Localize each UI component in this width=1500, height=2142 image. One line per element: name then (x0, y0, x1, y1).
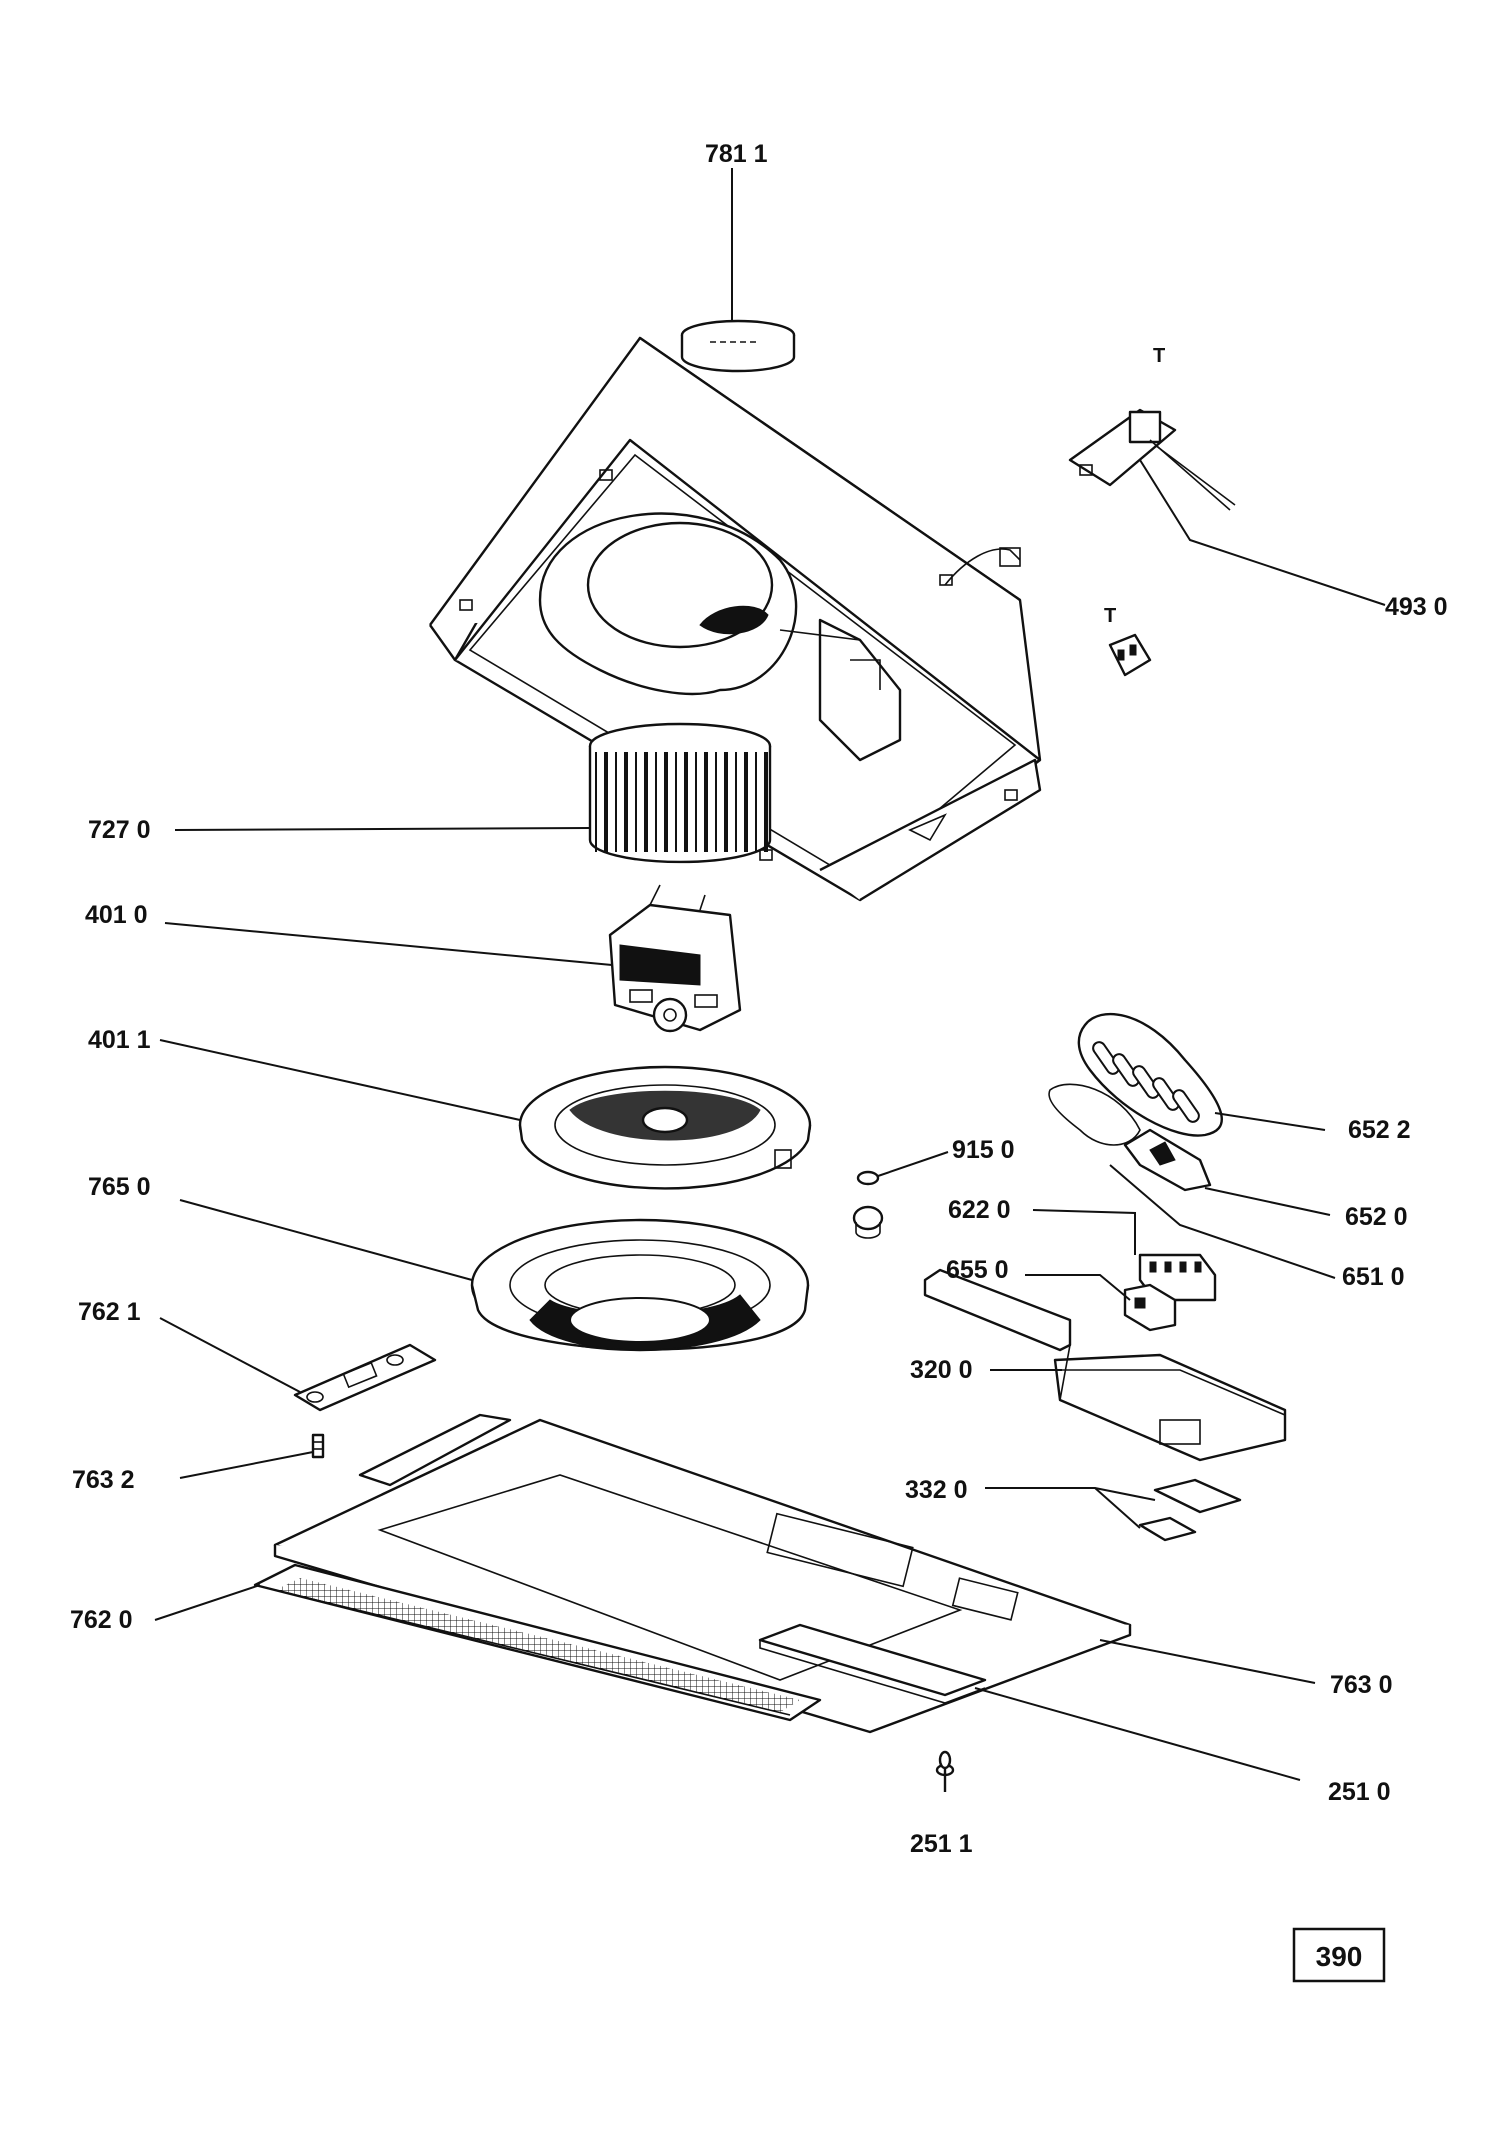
label-622-0: 622 0 (948, 1196, 1011, 1224)
part-332-0-clips (1138, 1478, 1242, 1542)
leader-332-0 (985, 1487, 1156, 1501)
leader-651-0 (1109, 1164, 1336, 1279)
leader-251-0 (974, 1687, 1301, 1781)
part-251-0-handle (758, 1623, 987, 1704)
leader-762-1 (159, 1317, 301, 1393)
label-765-0: 765 0 (88, 1173, 151, 1201)
label-251-1: 251 1 (910, 1830, 973, 1858)
label-655-0: 655 0 (946, 1256, 1009, 1284)
leader-915-0 (877, 1151, 949, 1177)
label-332-0: 332 0 (905, 1476, 968, 1504)
leader-493-0 (1139, 459, 1386, 606)
part-hood-housing (429, 336, 1042, 902)
terminal-mark-1: T (1153, 345, 1165, 367)
part-762-0-mesh-filter (253, 1563, 822, 1722)
part-320-0-control-box (923, 1268, 1287, 1462)
part-763-2-spring (311, 1433, 325, 1459)
part-labels: 781 1 493 0 727 0 401 0 401 1 915 0 652 … (70, 140, 1448, 1858)
label-762-1: 762 1 (78, 1298, 141, 1326)
label-320-0: 320 0 (910, 1356, 973, 1384)
leader-401-1 (159, 1039, 521, 1121)
page-number: 390 (1316, 1941, 1363, 1972)
part-401-0-motor (608, 884, 742, 1033)
leader-lines (154, 168, 1386, 1781)
part-493-0-switch-bracket (1068, 408, 1236, 511)
part-251-1-screw (935, 1750, 955, 1792)
leader-762-0 (154, 1584, 261, 1621)
label-251-0: 251 0 (1328, 1778, 1391, 1806)
label-401-1: 401 1 (88, 1026, 151, 1054)
part-622-0-terminal-block (1138, 1253, 1217, 1302)
leader-763-0 (1099, 1639, 1316, 1684)
label-493-0: 493 0 (1385, 593, 1448, 621)
part-652-2-lamp-cover (1077, 1012, 1223, 1137)
part-781-1-outlet-collar (680, 319, 796, 373)
label-401-0: 401 0 (85, 901, 148, 929)
part-655-0-switch (1123, 1283, 1177, 1332)
label-915-0: 915 0 (952, 1136, 1015, 1164)
leader-622-0 (1032, 1209, 1136, 1255)
label-727-0: 727 0 (88, 816, 151, 844)
part-762-1-clip (293, 1343, 437, 1412)
leader-652-2 (1214, 1112, 1326, 1131)
leader-332-0b (1094, 1487, 1141, 1529)
part-727-0-blower-wheel (588, 722, 772, 864)
terminal-mark-2: T (1104, 605, 1116, 627)
leader-727-0 (174, 827, 591, 831)
part-651-0-lamp (1048, 1083, 1141, 1146)
part-915-0-nut (852, 1170, 884, 1239)
part-765-0-round-filter (470, 1218, 810, 1352)
part-401-1-motor-plate (518, 1065, 812, 1190)
label-762-0: 762 0 (70, 1606, 133, 1634)
leader-763-2 (179, 1451, 314, 1479)
part-652-0-lamp-holder (1123, 1128, 1212, 1192)
leader-765-0 (179, 1199, 473, 1281)
leader-655-0 (1025, 1274, 1131, 1301)
label-781-1: 781 1 (705, 140, 768, 168)
label-763-2: 763 2 (72, 1466, 135, 1494)
label-651-0: 651 0 (1342, 1263, 1405, 1291)
leader-401-0 (164, 922, 613, 966)
label-652-0: 652 0 (1345, 1203, 1408, 1231)
label-763-0: 763 0 (1330, 1671, 1393, 1699)
label-652-2: 652 2 (1348, 1116, 1411, 1144)
leader-652-0 (1204, 1187, 1331, 1216)
terminal-connector-icon (1108, 633, 1152, 677)
page-number-box: 390 (1292, 1927, 1386, 1983)
